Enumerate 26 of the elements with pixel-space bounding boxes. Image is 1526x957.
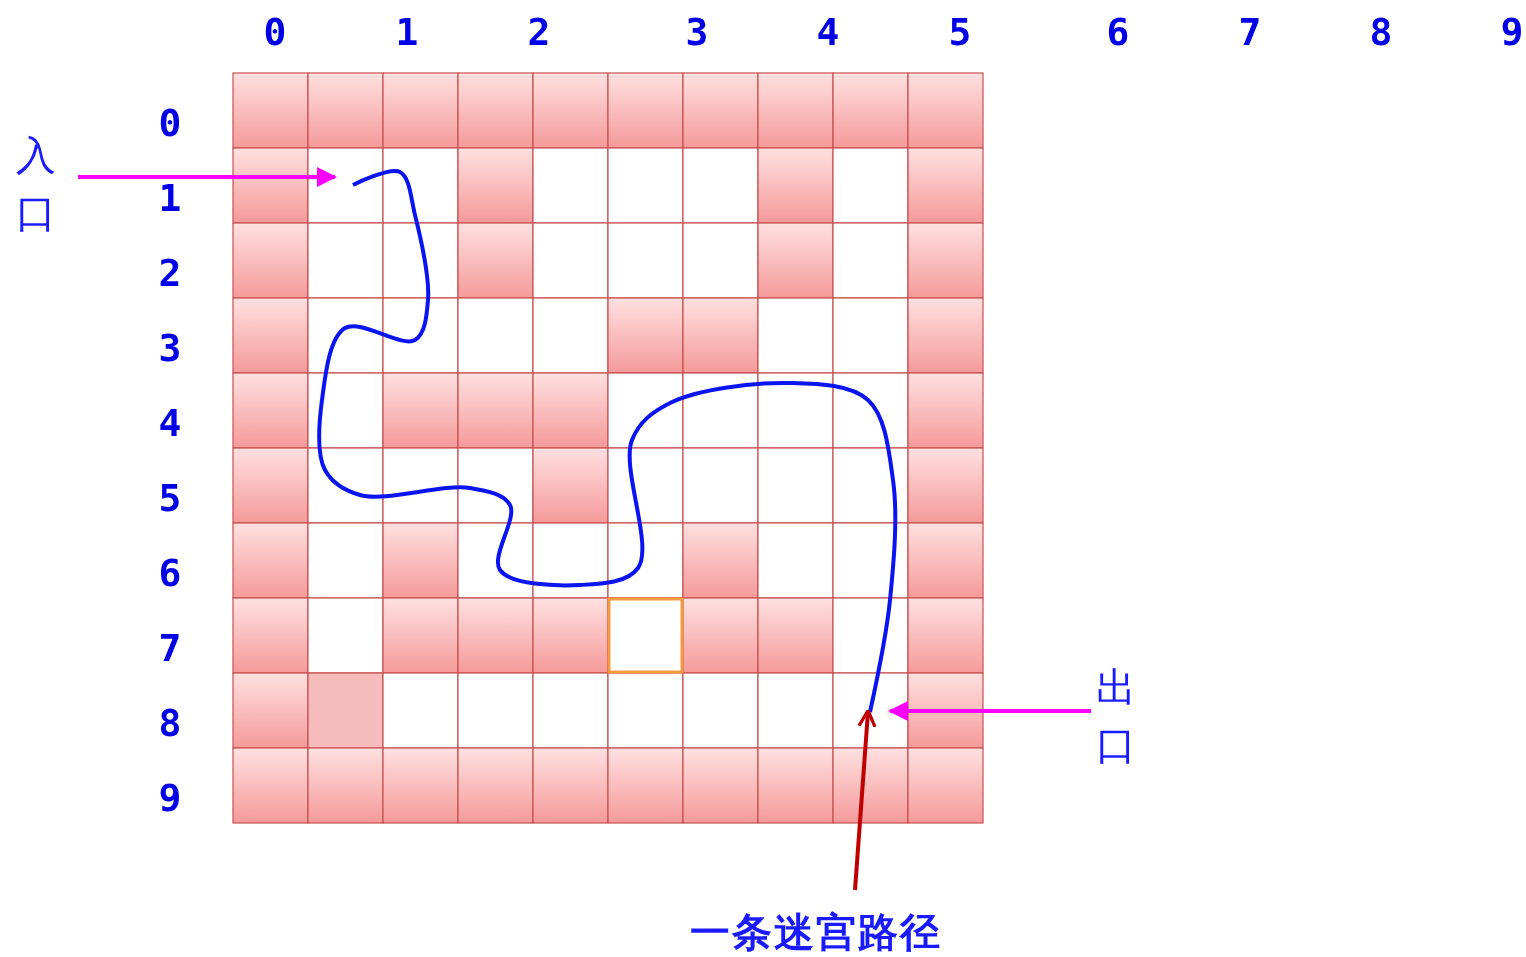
row-number: 1 <box>157 176 183 220</box>
column-number: 6 <box>1105 10 1131 54</box>
row-number: 2 <box>157 251 183 295</box>
column-number: 7 <box>1237 10 1263 54</box>
column-number: 4 <box>815 10 841 54</box>
column-number: 8 <box>1368 10 1394 54</box>
arrow <box>888 701 1091 721</box>
row-number: 8 <box>157 701 183 745</box>
path-label: 一条迷宫路径 <box>690 905 1020 957</box>
column-number: 2 <box>526 10 552 54</box>
column-number: 3 <box>684 10 710 54</box>
row-number: 7 <box>157 626 183 670</box>
row-number: 3 <box>157 326 183 370</box>
exit-label: 出口 <box>1094 658 1138 774</box>
row-number: 4 <box>157 401 183 445</box>
entrance-label: 入口 <box>14 126 58 242</box>
column-number: 9 <box>1499 10 1525 54</box>
column-number: 0 <box>262 10 288 54</box>
row-number: 5 <box>157 476 183 520</box>
column-number: 1 <box>394 10 420 54</box>
row-number: 9 <box>157 776 183 820</box>
arrow <box>853 708 877 891</box>
row-number: 0 <box>157 101 183 145</box>
row-number: 6 <box>157 551 183 595</box>
arrow <box>78 167 337 187</box>
column-number: 5 <box>947 10 973 54</box>
